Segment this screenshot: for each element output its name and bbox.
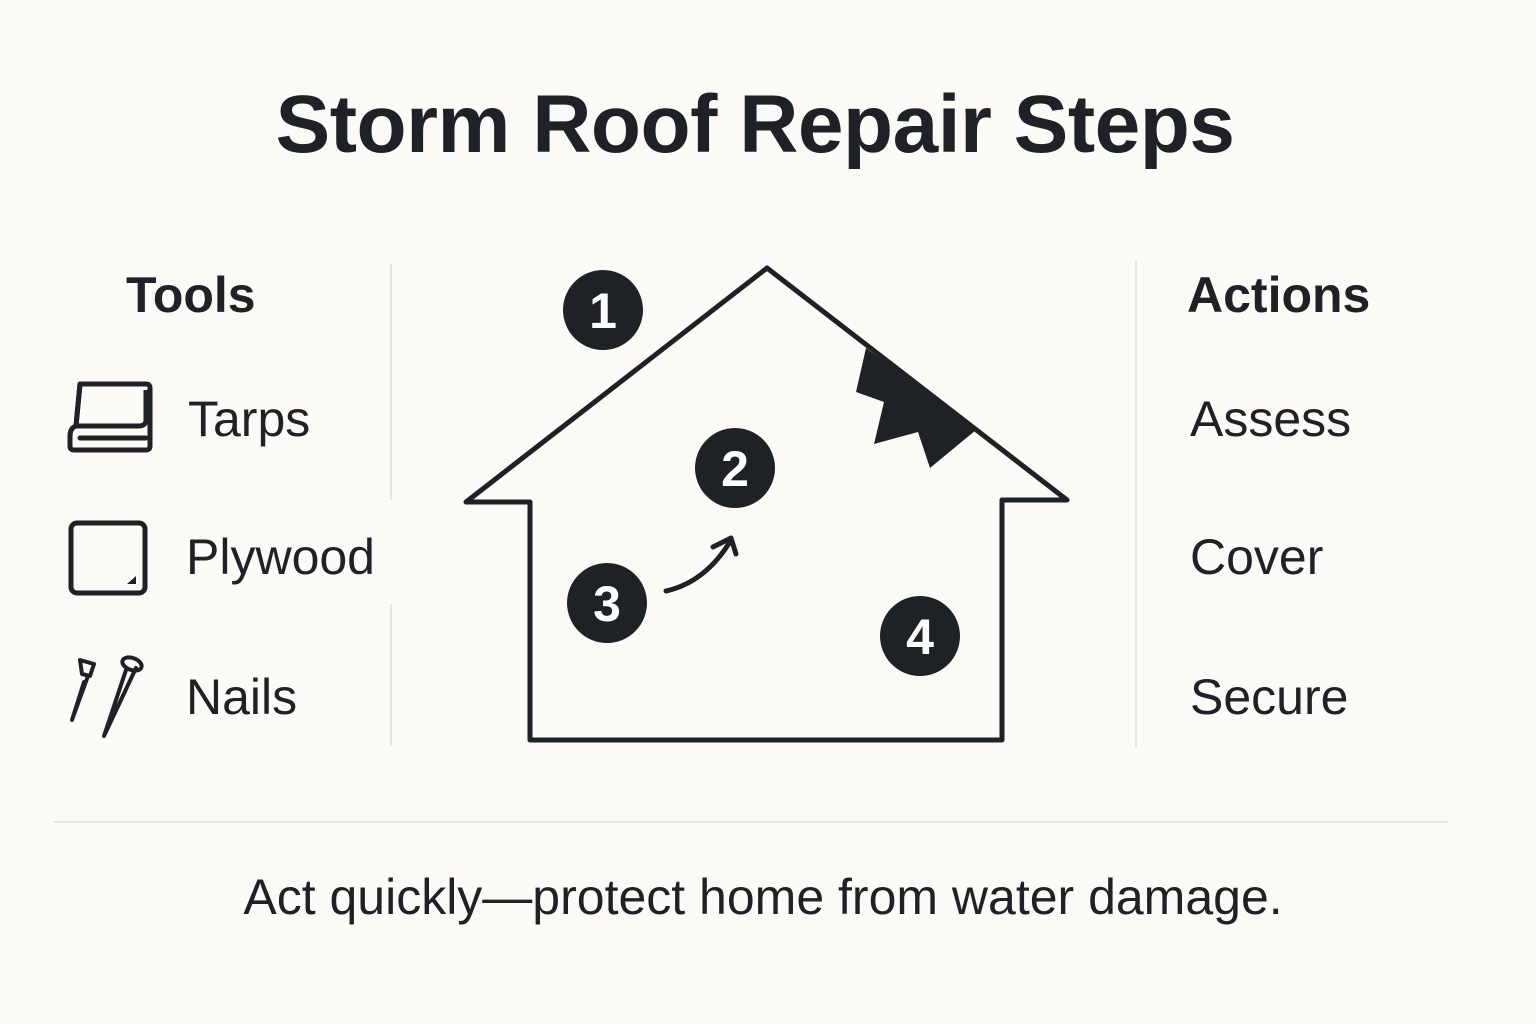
svg-text:3: 3 [593,576,621,632]
right-divider [1135,260,1137,748]
nails-icon [70,655,144,738]
tools-heading: Tools [126,267,256,323]
svg-text:4: 4 [906,609,934,665]
tarp-icon [67,381,153,453]
page-title: Storm Roof Repair Steps [275,79,1235,170]
left-divider-top [390,264,392,500]
footer-tagline: Act quickly—protect home from water dama… [243,869,1283,925]
svg-text:2: 2 [721,441,749,497]
svg-text:1: 1 [589,283,617,339]
tool-label-plywood: Plywood [186,529,375,585]
step-3-marker: 3 [567,563,647,643]
action-label-secure: Secure [1190,669,1349,725]
arrow-icon [663,535,739,594]
action-label-cover: Cover [1190,529,1324,585]
footer-divider [54,821,1448,823]
step-1-marker: 1 [563,270,643,350]
action-label-assess: Assess [1190,391,1352,447]
house-outline [463,265,1070,743]
plywood-icon [68,520,148,596]
left-divider-bottom [390,604,392,746]
step-4-marker: 4 [880,596,960,676]
tool-label-tarps: Tarps [188,391,311,447]
step-2-marker: 2 [695,428,775,508]
tool-label-nails: Nails [186,669,298,725]
actions-heading: Actions [1187,267,1371,323]
roof-damage-icon [856,348,976,468]
